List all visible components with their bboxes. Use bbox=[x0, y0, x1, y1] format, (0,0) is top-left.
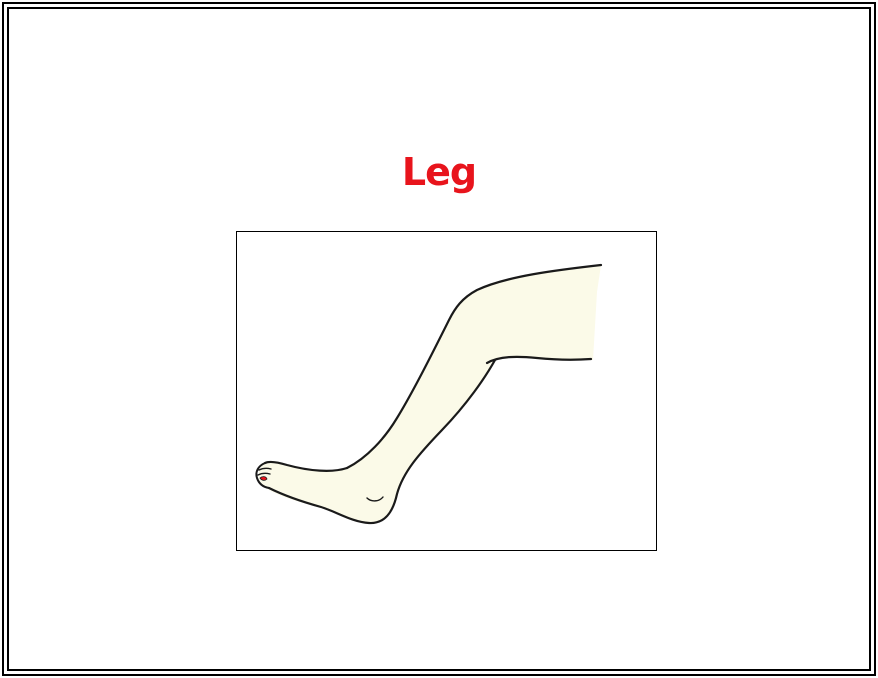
foot-outline-top bbox=[263, 460, 349, 472]
inner-border bbox=[7, 7, 871, 671]
leg-shape bbox=[258, 265, 601, 524]
foot-outline-sole bbox=[267, 358, 497, 525]
ankle-mark bbox=[366, 496, 384, 502]
picture-frame bbox=[236, 231, 657, 551]
leg-outline-back bbox=[345, 263, 603, 470]
leg-illustration bbox=[255, 263, 603, 525]
toes-outline bbox=[255, 462, 270, 489]
thigh-outline-under bbox=[485, 355, 593, 365]
toenail bbox=[259, 476, 268, 481]
toe-line-1 bbox=[258, 467, 272, 471]
card-word: Leg bbox=[401, 150, 477, 194]
toe-line-2 bbox=[257, 472, 271, 476]
